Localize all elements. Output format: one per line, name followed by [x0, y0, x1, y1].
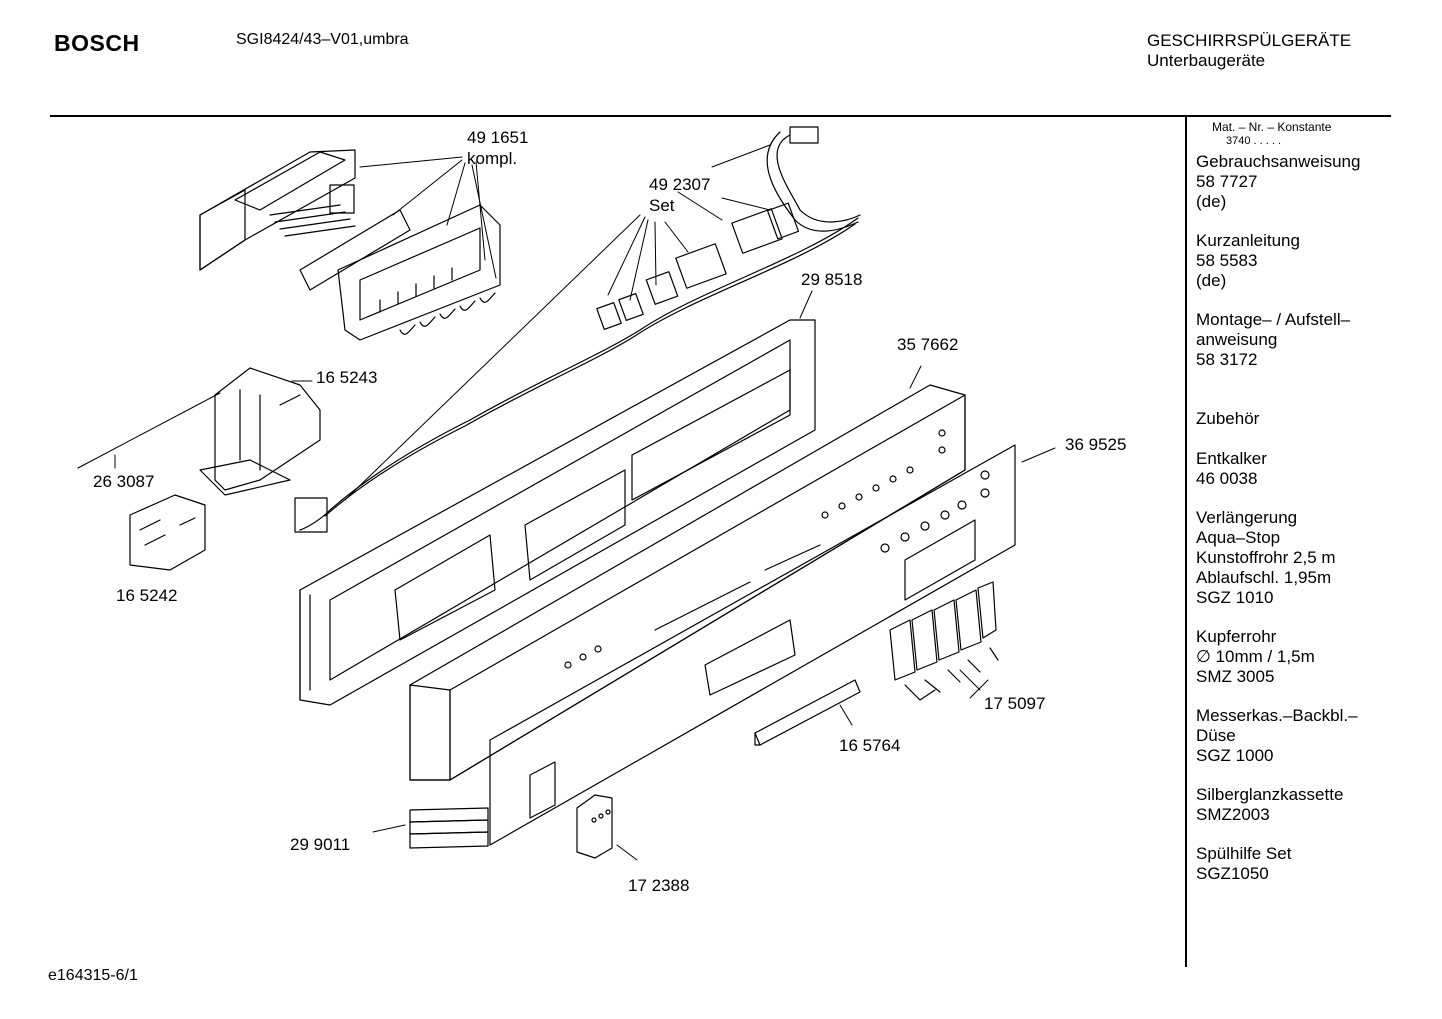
sidebar-group: Spülhilfe Set SGZ1050 [1196, 844, 1391, 884]
front-panel-357662 [409, 384, 966, 781]
brand-logo: BOSCH [54, 30, 140, 56]
sidebar-group: Entkalker 46 0038 [1196, 449, 1391, 489]
sidebar-line: Montage– / Aufstell– [1196, 310, 1351, 329]
bracket-165243 [199, 367, 321, 496]
category-title: GESCHIRRSPÜLGERÄTE Unterbaugeräte [1147, 31, 1351, 71]
pads-299011 [409, 807, 489, 849]
label-165243: 16 5243 [316, 368, 378, 387]
sidebar-line: Gebrauchsanweisung [1196, 152, 1361, 171]
sidebar-line: SMZ2003 [1196, 805, 1270, 824]
label-357662: 35 7662 [897, 335, 959, 354]
label-175097: 17 5097 [984, 694, 1046, 713]
sidebar-line: Ablaufschl. 1,95m [1196, 568, 1332, 587]
sidebar-group: Silberglanzkassette SMZ2003 [1196, 785, 1391, 825]
sidebar-group: Montage– / Aufstell– anweisung 58 3172 [1196, 310, 1391, 370]
sidebar-line: Düse [1196, 726, 1236, 745]
label-369525: 36 9525 [1065, 435, 1127, 454]
frame-298518 [299, 319, 816, 706]
sidebar-line: Entkalker [1196, 449, 1267, 468]
sidebar-line: SMZ 3005 [1196, 667, 1275, 686]
label-491651: 49 1651 [467, 128, 529, 147]
box-172388 [576, 794, 613, 859]
sidebar-line: SGZ 1000 [1196, 746, 1274, 765]
sidebar-line: Zubehör [1196, 409, 1260, 428]
sidebar-line: anweisung [1196, 330, 1278, 349]
buttons-175097 [889, 581, 999, 701]
fascia-369525 [489, 444, 1016, 846]
sidebar-line: 58 3172 [1196, 350, 1258, 369]
label-165764: 16 5764 [839, 736, 901, 755]
label-492307: 49 2307 [649, 175, 711, 194]
accessory-sidebar: Mat. – Nr. – Konstante 3740 . . . . . Ge… [1196, 120, 1391, 884]
sidebar-line: (de) [1196, 271, 1227, 290]
strip-165764 [754, 679, 861, 746]
sidebar-line: Kunstoffrohr 2,5 m [1196, 548, 1336, 567]
label-298518: 29 8518 [801, 270, 863, 289]
sidebar-line: 58 5583 [1196, 251, 1258, 270]
model-number: SGI8424/43–V01,umbra [236, 31, 409, 48]
switch-block-165242 [129, 494, 206, 571]
sidebar-group: Gebrauchsanweisung 58 7727 (de) [1196, 152, 1391, 212]
sidebar-line: 46 0038 [1196, 469, 1258, 488]
sidebar-line: (de) [1196, 192, 1227, 211]
label-491651-sub: kompl. [467, 149, 518, 168]
label-299011: 29 9011 [290, 835, 351, 854]
sidebar-line: Kupferrohr [1196, 627, 1277, 646]
leader-lines [77, 144, 1056, 861]
sidebar-line: Messerkas.–Backbl.– [1196, 706, 1358, 725]
top-divider [50, 115, 1391, 117]
sidebar-group: Messerkas.–Backbl.– Düse SGZ 1000 [1196, 706, 1391, 766]
sidebar-group: Kupferrohr ∅ 10mm / 1,5m SMZ 3005 [1196, 627, 1391, 687]
label-263087: 26 3087 [93, 472, 155, 491]
control-module-491651 [199, 149, 501, 341]
exploded-view-diagram [77, 126, 1056, 861]
sidebar-group: Verlängerung Aqua–Stop Kunstoffrohr 2,5 … [1196, 508, 1391, 608]
label-492307-sub: Set [649, 196, 675, 215]
mat-nr-value: 3740 . . . . . [1226, 135, 1282, 147]
label-172388: 17 2388 [628, 876, 690, 895]
sidebar-line: Silberglanzkassette [1196, 785, 1344, 804]
drawing-code: e164315-6/1 [48, 967, 138, 984]
category-line-1: GESCHIRRSPÜLGERÄTE [1147, 31, 1352, 50]
sidebar-line: Spülhilfe Set [1196, 844, 1292, 863]
sidebar-line: ∅ 10mm / 1,5m [1196, 647, 1315, 666]
sidebar-line: 58 7727 [1196, 172, 1258, 191]
mat-nr-header: Mat. – Nr. – Konstante [1212, 120, 1332, 134]
sidebar-divider [1185, 117, 1187, 967]
sidebar-line: SGZ 1010 [1196, 588, 1274, 607]
sidebar-group: Kurzanleitung 58 5583 (de) [1196, 231, 1391, 291]
sidebar-line: SGZ1050 [1196, 864, 1269, 883]
category-line-2: Unterbaugeräte [1147, 51, 1266, 70]
cable-harness-492307 [294, 126, 861, 533]
sidebar-group: Zubehör [1196, 409, 1391, 429]
label-165242: 16 5242 [116, 586, 178, 605]
sidebar-line: Aqua–Stop [1196, 528, 1281, 547]
sidebar-line: Verlängerung [1196, 508, 1298, 527]
sidebar-line: Kurzanleitung [1196, 231, 1300, 250]
